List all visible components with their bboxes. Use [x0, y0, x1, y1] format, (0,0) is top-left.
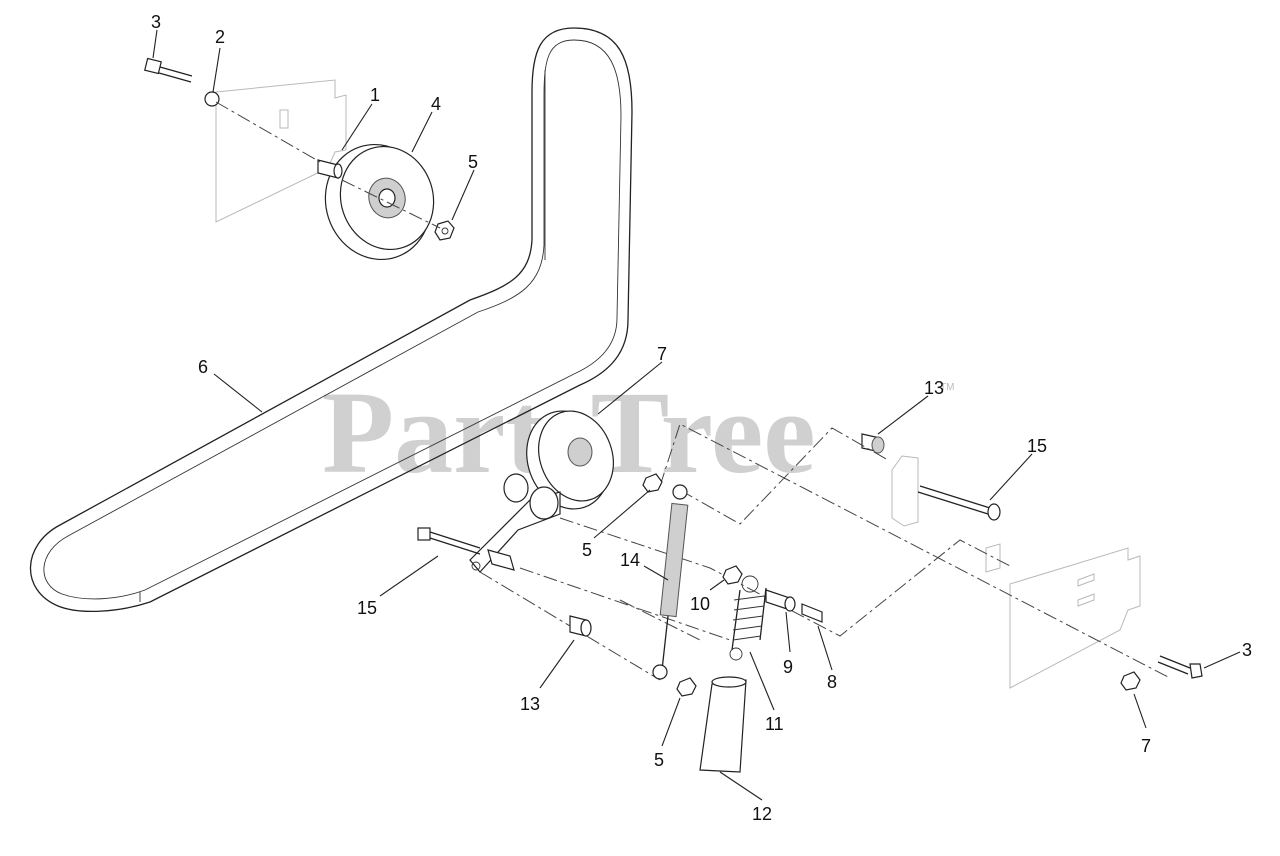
callout-10: 10	[690, 594, 710, 614]
spring-spacer	[765, 589, 796, 612]
callout-11: 11	[765, 714, 784, 734]
callout-6: 6	[198, 357, 208, 377]
upper-nut	[434, 220, 455, 241]
shock-upper-nut	[642, 473, 663, 493]
idler-arm	[469, 473, 561, 573]
callout-12: 12	[752, 804, 772, 824]
upper-right-spacer	[861, 433, 885, 454]
upper-spacer	[317, 159, 343, 179]
upper-bolt	[144, 57, 193, 83]
tension-spring	[729, 575, 767, 661]
callout-7-lower: 7	[1141, 736, 1151, 756]
callout-13-upper: 13	[924, 378, 944, 398]
callout-1: 1	[370, 85, 380, 105]
lower-right-bolt	[1157, 655, 1203, 679]
callout-3-upper: 3	[151, 12, 161, 32]
callout-8: 8	[827, 672, 837, 692]
right-bolt	[917, 485, 1001, 521]
lower-left-spacer	[569, 615, 592, 637]
upper-idler-pulley	[324, 143, 435, 261]
callout-5-middle: 5	[582, 540, 592, 560]
callout-5-lower: 5	[654, 750, 664, 770]
watermark-trademark: TM	[940, 382, 954, 393]
idler-plate	[891, 455, 919, 527]
lower-right-nut	[1120, 671, 1141, 691]
callout-14: 14	[620, 550, 640, 570]
spring-pin	[801, 603, 823, 623]
lower-idler-pulley	[526, 410, 614, 510]
callout-9: 9	[783, 657, 793, 677]
drive-belt	[29, 27, 633, 613]
leader-lines	[152, 29, 1241, 801]
callout-15-upper: 15	[1027, 436, 1047, 456]
upper-mounting-bracket	[215, 79, 347, 223]
spring-sleeve	[699, 676, 747, 773]
callout-5-upper: 5	[468, 152, 478, 172]
left-bolt	[417, 527, 481, 555]
callout-2: 2	[215, 27, 225, 47]
upper-axis-line	[215, 101, 441, 229]
callout-13-lower: 13	[520, 694, 540, 714]
shock-absorber	[652, 484, 689, 680]
callout-7-upper: 7	[657, 344, 667, 364]
callout-15-lower: 15	[357, 598, 377, 618]
shock-lower-nut	[676, 677, 697, 697]
callout-3-lower: 3	[1242, 640, 1252, 660]
lower-mounting-bracket	[985, 543, 1141, 689]
callout-4: 4	[431, 94, 441, 114]
upper-washer	[204, 91, 220, 107]
spring-nut	[722, 565, 743, 585]
